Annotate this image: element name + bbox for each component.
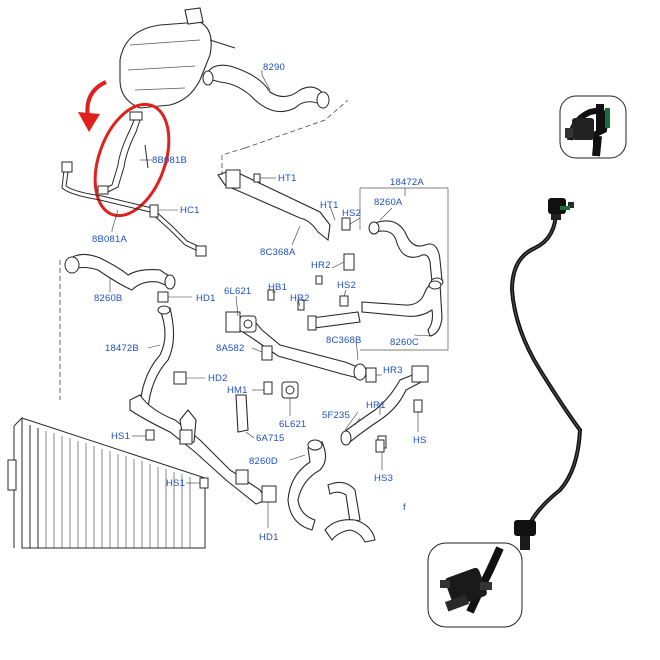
bottom-connector <box>514 520 536 550</box>
hose-8260c <box>361 280 443 337</box>
product-photo <box>427 95 627 628</box>
label-hs1-lower: HS1 <box>166 478 185 489</box>
clip-hc1 <box>149 204 178 218</box>
hose-8260b <box>64 253 176 291</box>
pipe-8c368b <box>307 311 361 331</box>
label-hr2-upper: HR2 <box>311 260 331 271</box>
quick-connector-bottom-icon <box>427 542 523 628</box>
expansion-tank <box>119 7 236 109</box>
label-18472a: 18472A <box>390 177 424 188</box>
label-hr2-lower: HR2 <box>290 293 310 304</box>
clip-hd2 <box>173 371 205 385</box>
label-ht1-lower: HT1 <box>320 200 339 211</box>
clip-hr3 <box>365 367 382 383</box>
label-hs2-lower: HS2 <box>337 280 356 291</box>
label-8b081b: 8B081B <box>152 155 187 166</box>
hose-5f235 <box>340 365 429 446</box>
label-hm1: HM1 <box>227 385 248 396</box>
label-hd1-upper: HD1 <box>196 293 216 304</box>
label-6l621-upper: 6L621 <box>224 286 251 297</box>
label-hr1: HR1 <box>366 400 386 411</box>
label-f: f <box>403 502 406 513</box>
quick-connector-icon <box>559 95 627 159</box>
radiator <box>7 417 206 549</box>
pipe-6a715 <box>129 394 267 505</box>
label-hd2: HD2 <box>208 373 228 384</box>
label-hs3: HS3 <box>374 473 393 484</box>
hose-8260d <box>287 439 376 543</box>
label-8c368b: 8C368B <box>326 335 362 346</box>
hose-8260a <box>368 220 444 287</box>
label-ht1-upper: HT1 <box>278 173 297 184</box>
label-18472b: 18472B <box>105 343 139 354</box>
label-8260b: 8260B <box>94 293 122 304</box>
bracket-18472a <box>359 187 449 351</box>
label-hr3: HR3 <box>383 365 403 376</box>
clip-hd1-lower <box>261 485 277 528</box>
label-8290: 8290 <box>263 62 285 73</box>
label-hs: HS <box>413 435 427 446</box>
label-6a715: 6A715 <box>256 433 284 444</box>
label-hs2-upper: HS2 <box>342 208 361 219</box>
label-6l621-lower: 6L621 <box>279 419 306 430</box>
exploded-diagram <box>7 7 449 549</box>
label-hc1: HC1 <box>180 205 200 216</box>
clip-hs1-upper <box>132 429 155 441</box>
pipe-8c368a <box>217 169 331 242</box>
diagram-labels: 8290 8B081B HT1 HC1 8B081A 18472A HT1 82… <box>92 62 427 543</box>
label-5f235: 5F235 <box>322 410 350 421</box>
label-8260a: 8260A <box>374 197 403 208</box>
label-8b081a: 8B081A <box>92 234 127 245</box>
pipe-8a582 <box>225 311 367 381</box>
hose-8290 <box>202 64 330 113</box>
gasket-6l621a <box>239 315 257 333</box>
label-8260d: 8260D <box>249 456 278 467</box>
clip-hs1-lower <box>186 477 209 489</box>
label-hb1: HB1 <box>268 282 287 293</box>
label-hd1-lower: HD1 <box>259 532 279 543</box>
label-8c368a: 8C368A <box>260 247 296 258</box>
gasket-6l621b <box>281 381 299 416</box>
clip-hm1 <box>252 381 273 395</box>
overflow-pipe-8b081a <box>61 161 207 257</box>
overflow-hose-8b081b <box>97 111 149 195</box>
top-connector <box>548 198 574 220</box>
label-8a582: 8A582 <box>216 343 244 354</box>
label-hs1-upper: HS1 <box>111 431 130 442</box>
label-8260c: 8260C <box>390 337 419 348</box>
hose-18472b <box>139 305 175 413</box>
highlight-marker <box>78 80 171 218</box>
